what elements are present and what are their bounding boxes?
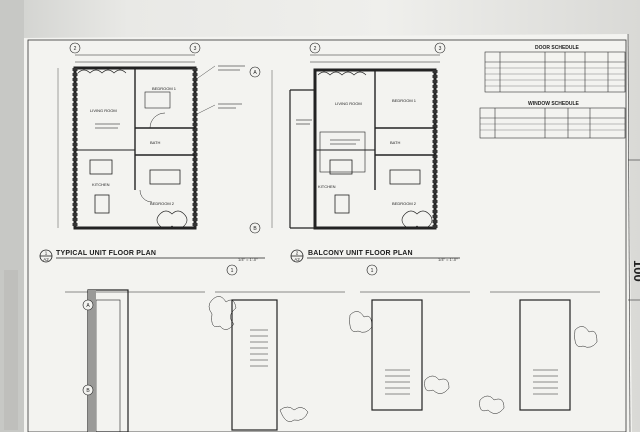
plan-title-balcony: BALCONY UNIT FLOOR PLAN: [308, 250, 413, 257]
plan-number: 1: [45, 251, 48, 256]
room-label: LIVING ROOM: [90, 108, 117, 113]
grid-bubble: 3: [194, 46, 197, 52]
plan-scale-balcony: 1/4" = 1'-0": [438, 257, 458, 262]
plan-sheet-ref: A2: [294, 257, 300, 262]
title-block: [627, 33, 640, 432]
typical-unit-plan: [57, 54, 216, 230]
room-label: KITCHEN: [92, 182, 110, 187]
room-label: BATH: [390, 140, 400, 145]
window-schedule-title: WINDOW SCHEDULE: [528, 101, 579, 107]
grid-bubble: 1: [231, 268, 234, 274]
plan-title-bubbles: 1 A2 2 A2: [39, 249, 304, 263]
balcony-unit-plan: [271, 54, 440, 230]
stair-detail-1: [208, 291, 345, 431]
stair-detail-2: [349, 291, 470, 411]
plan-title-typical: TYPICAL UNIT FLOOR PLAN: [56, 250, 157, 257]
room-label: BEDROOM 2: [150, 201, 175, 206]
room-labels: LIVING ROOM BEDROOM 1 BEDROOM 2 BATH KIT…: [90, 86, 417, 206]
balcony-plan-text-lines: [296, 119, 360, 145]
plan-sheet-ref: A2: [43, 257, 49, 262]
stair-detail-3: [479, 291, 600, 414]
grid-bubble: A: [253, 70, 257, 76]
room-label: BEDROOM 2: [392, 201, 417, 206]
paper: [18, 34, 632, 432]
sheet-border: [27, 39, 627, 432]
room-label: BEDROOM 1: [152, 86, 177, 91]
grid-bubbles: 2 3 2 3 A B A B 1 1: [69, 42, 446, 396]
wall-section-detail: [65, 289, 205, 432]
title-block-digits: 100: [631, 260, 640, 282]
room-label: BATH: [150, 140, 160, 145]
grid-bubble: 3: [439, 46, 442, 52]
plan-number: 2: [296, 251, 299, 256]
window-schedule-table: [479, 107, 626, 139]
grid-bubble: B: [86, 388, 90, 394]
room-label: KITCHEN: [318, 184, 336, 189]
room-label: BEDROOM 1: [392, 98, 417, 103]
typical-plan-text-lines: [95, 65, 245, 129]
grid-bubble: 1: [371, 268, 374, 274]
door-schedule-table: [484, 51, 626, 93]
grid-bubble: B: [253, 226, 257, 232]
room-label: LIVING ROOM: [335, 101, 362, 106]
grid-bubble: 2: [74, 46, 77, 52]
grid-bubble: A: [86, 303, 90, 309]
plan-scale-typical: 1/4" = 1'-0": [238, 257, 258, 262]
door-schedule-title: DOOR SCHEDULE: [535, 45, 579, 51]
grid-bubble: 2: [314, 46, 317, 52]
